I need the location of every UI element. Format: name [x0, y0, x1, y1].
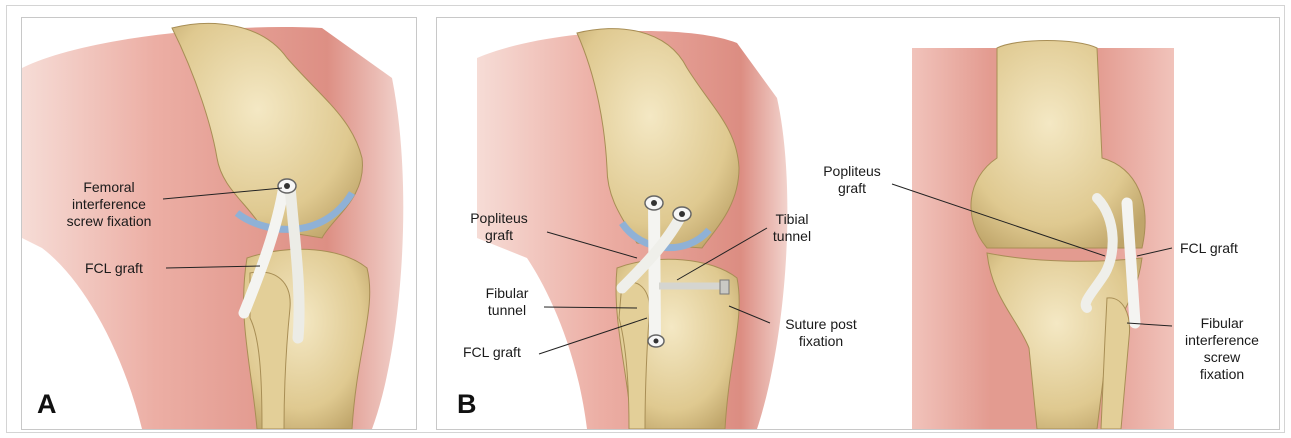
panel-b-illustration	[437, 18, 1279, 429]
panel-letter-b: B	[457, 389, 477, 420]
label-line: fixation	[1172, 366, 1272, 383]
label-line: Suture post	[771, 316, 871, 333]
label-line: Popliteus	[449, 210, 549, 227]
label-femoral-interference-screw: Femoral interference screw fixation	[54, 179, 164, 230]
label-line: Popliteus	[812, 163, 892, 180]
label-line: screw fixation	[54, 213, 164, 230]
label-line: Fibular	[467, 285, 547, 302]
label-line: graft	[449, 227, 549, 244]
label-fibular-interference-screw-fixation: Fibular interference screw fixation	[1172, 315, 1272, 383]
panel-letter-a: A	[37, 389, 57, 420]
label-fibular-tunnel: Fibular tunnel	[467, 285, 547, 319]
label-line: interference	[54, 196, 164, 213]
label-popliteus-graft-right: Popliteus graft	[812, 163, 892, 197]
label-line: Fibular	[1172, 315, 1272, 332]
label-popliteus-graft-left: Popliteus graft	[449, 210, 549, 244]
fcl-graft-strand	[654, 203, 655, 338]
label-fcl-graft-right: FCL graft	[1180, 240, 1238, 257]
panel-a: Femoral interference screw fixation FCL …	[21, 17, 417, 430]
label-fcl-graft: FCL graft	[85, 260, 143, 277]
label-fcl-graft-left: FCL graft	[463, 344, 521, 361]
label-line: screw	[1172, 349, 1272, 366]
suture-post	[720, 280, 729, 294]
panel-b: Popliteus graft Fibular tunnel FCL graft…	[436, 17, 1280, 430]
label-line: Femoral	[54, 179, 164, 196]
label-line: interference	[1172, 332, 1272, 349]
label-line: tunnel	[762, 228, 822, 245]
label-line: tunnel	[467, 302, 547, 319]
label-tibial-tunnel: Tibial tunnel	[762, 211, 822, 245]
label-suture-post-fixation: Suture post fixation	[771, 316, 871, 350]
label-line: graft	[812, 180, 892, 197]
label-line: Tibial	[762, 211, 822, 228]
label-line: fixation	[771, 333, 871, 350]
